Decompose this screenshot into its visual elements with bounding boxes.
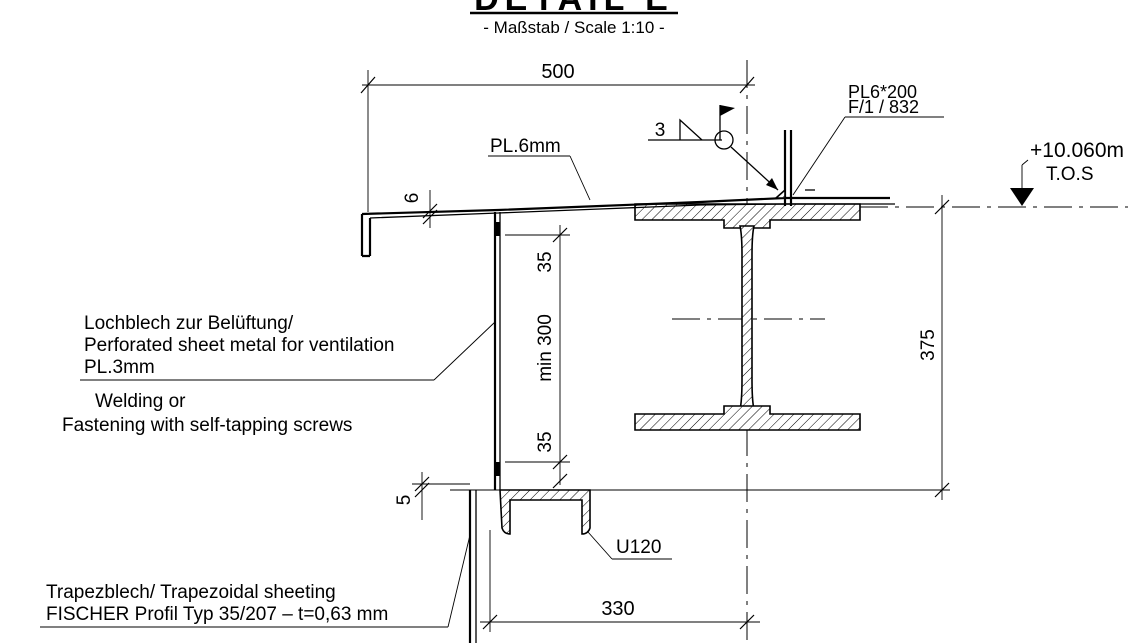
plate-ref-line-1: PL6*200 bbox=[848, 82, 917, 102]
steel-beam bbox=[634, 203, 861, 431]
plate-ref-leader bbox=[792, 116, 846, 196]
dim-6-tick-bottom bbox=[422, 209, 438, 225]
perforated-sheet-callout: Lochblech zur Belüftung/ Perforated shee… bbox=[80, 313, 496, 381]
cover-plate-top bbox=[361, 196, 890, 216]
channel-label: U120 bbox=[616, 537, 661, 558]
perforated-label-2: Perforated sheet metal for ventilation bbox=[84, 335, 395, 356]
trapezoidal-sheeting bbox=[450, 489, 950, 643]
dim-330-tick-left bbox=[482, 614, 498, 630]
plate-ref-line-2: F/1 / 832 bbox=[848, 97, 919, 117]
beam-top-flange bbox=[634, 203, 861, 229]
cover-plate-bottom bbox=[369, 203, 895, 219]
scale-label: - Maßstab / Scale 1:10 - bbox=[483, 18, 664, 37]
dim-6-tick-top bbox=[422, 203, 438, 219]
welding-label-1: Welding or bbox=[95, 391, 186, 412]
sheeting-leader bbox=[447, 534, 471, 628]
perforated-label-3: PL.3mm bbox=[84, 357, 155, 378]
dim-chain-tick-2 bbox=[552, 454, 568, 470]
weld-symbol: 3 bbox=[648, 105, 779, 191]
sheeting-label-2: FISCHER Profil Typ 35/207 – t=0,63 mm bbox=[46, 604, 388, 625]
cover-plate-drip-edge bbox=[360, 214, 372, 258]
dim-375-tick-bottom bbox=[934, 482, 950, 498]
channel-u120 bbox=[499, 489, 591, 535]
dim-375-tick-top bbox=[934, 199, 950, 215]
dim-top-tick-left bbox=[360, 76, 376, 94]
dim-top-width: 500 bbox=[360, 61, 755, 212]
detail-title: DETAIL E bbox=[474, 0, 674, 18]
weld-arrow-head bbox=[766, 178, 778, 190]
dim-top-width-text: 500 bbox=[541, 61, 574, 83]
cover-plate bbox=[360, 196, 895, 258]
perforated-leader bbox=[433, 321, 496, 381]
welding-note: Welding or Fastening with self-tapping s… bbox=[62, 391, 352, 436]
dim-beam-height: 375 bbox=[918, 195, 950, 500]
welding-label-2: Fastening with self-tapping screws bbox=[62, 415, 352, 436]
dim-plate-thickness-text: 6 bbox=[402, 193, 423, 204]
channel-callout: U120 bbox=[587, 531, 672, 560]
plate-label-top: PL.6mm bbox=[490, 136, 561, 157]
channel-section bbox=[499, 489, 591, 535]
dim-bottom-width: 330 bbox=[480, 530, 760, 632]
plate-label-top-leader bbox=[569, 155, 591, 201]
dim-opening-text: min 300 bbox=[535, 314, 556, 382]
perforated-sheet bbox=[493, 212, 501, 490]
dim-offset: 5 bbox=[394, 472, 470, 520]
dim-beam-height-text: 375 bbox=[918, 329, 939, 361]
dim-top-tick-right bbox=[739, 76, 755, 94]
dim-bottom-width-text: 330 bbox=[601, 598, 634, 620]
dim-plate-thickness: 6 bbox=[402, 190, 438, 228]
beam-bottom-flange bbox=[634, 405, 861, 431]
dim-lower-gap-text: 35 bbox=[535, 431, 556, 452]
dim-chain-tick-3 bbox=[552, 473, 568, 489]
sheeting-callout: Trapezblech/ Trapezoidal sheeting FISCHE… bbox=[40, 534, 471, 628]
beam-web bbox=[739, 225, 755, 411]
weld-triangle bbox=[679, 118, 703, 141]
elevation-marker: +10.060m T.O.S bbox=[1010, 139, 1124, 206]
screw-bottom bbox=[494, 462, 500, 476]
elevation-triangle-icon bbox=[1010, 188, 1034, 206]
plate-ref-callout: PL6*200 F/1 / 832 bbox=[792, 82, 944, 196]
vertical-plate bbox=[773, 130, 815, 206]
weld-fillet bbox=[773, 188, 786, 199]
weld-size-text: 3 bbox=[655, 120, 666, 141]
dim-upper-gap-text: 35 bbox=[535, 251, 556, 272]
sheeting-label-1: Trapezblech/ Trapezoidal sheeting bbox=[46, 582, 336, 603]
dim-chain-tick-1 bbox=[552, 227, 568, 243]
weld-flag-icon bbox=[720, 105, 735, 116]
weld-all-around-icon bbox=[714, 130, 734, 150]
elevation-hook bbox=[1021, 159, 1029, 166]
dim-opening-chain: 35 min 300 35 bbox=[505, 225, 570, 489]
channel-leader bbox=[587, 531, 613, 560]
dim-5-tick-bottom bbox=[414, 482, 430, 498]
plate-callout-top: PL.6mm bbox=[488, 136, 591, 201]
dim-330-tick-right bbox=[739, 614, 755, 630]
dim-5-tick-top bbox=[414, 476, 430, 492]
dim-offset-text: 5 bbox=[394, 495, 415, 506]
elevation-text: +10.060m bbox=[1030, 139, 1124, 162]
screw-top bbox=[494, 222, 500, 236]
title-block: DETAIL E - Maßstab / Scale 1:10 - bbox=[470, 0, 678, 37]
tos-text: T.O.S bbox=[1046, 164, 1094, 185]
perforated-label-1: Lochblech zur Belüftung/ bbox=[84, 313, 294, 334]
